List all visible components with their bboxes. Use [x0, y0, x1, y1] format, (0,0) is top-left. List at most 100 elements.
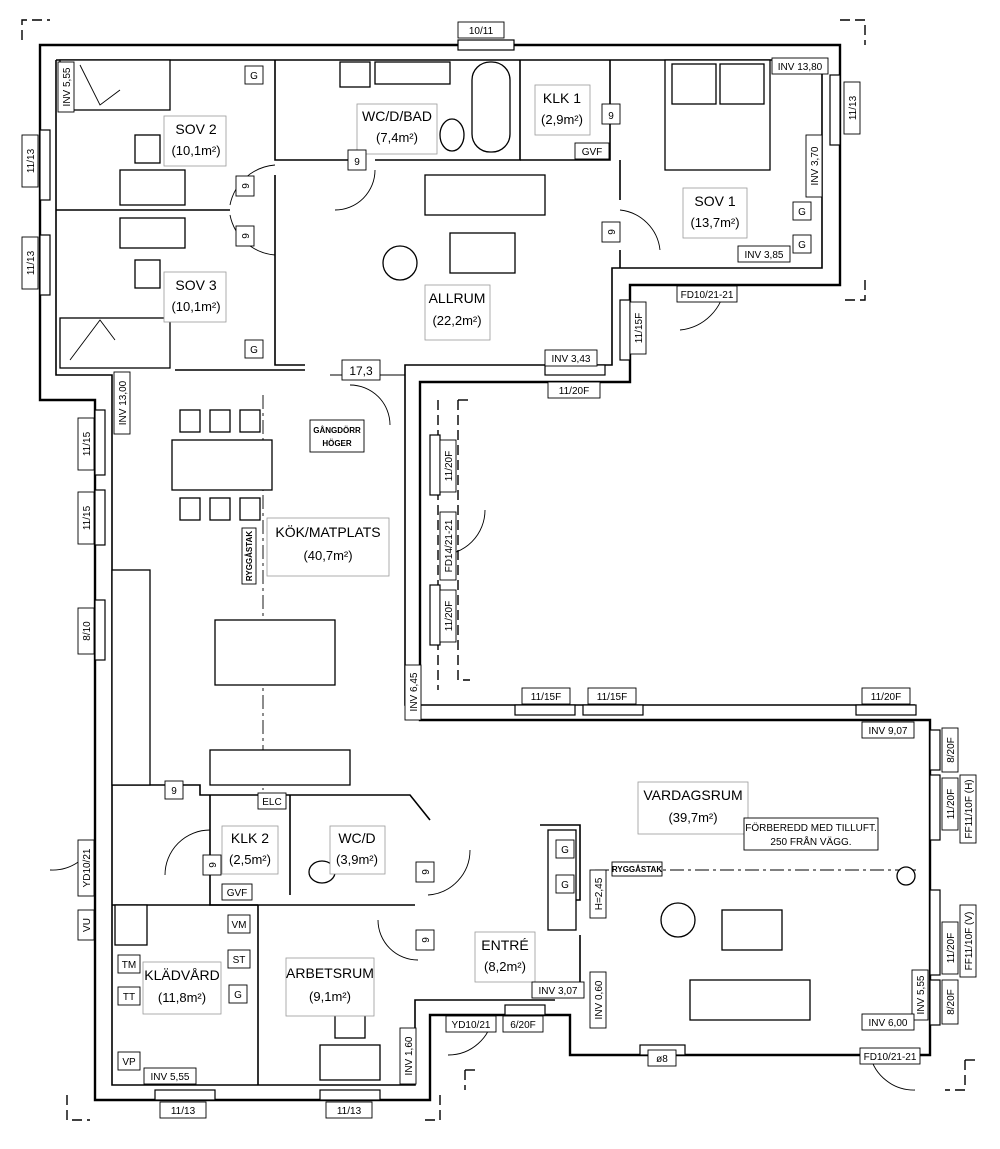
room-kok: KÖK/MATPLATS (40,7m²) — [266, 517, 390, 577]
interior-walls — [56, 60, 621, 1085]
inv-label: INV 13,00 — [118, 380, 129, 425]
room-area: (7,4m²) — [376, 130, 418, 145]
window-label: 11/13 — [337, 1106, 362, 1117]
window-label: 11/13 — [26, 148, 37, 173]
inv-label: INV 6,45 — [409, 672, 420, 711]
window-label: 11/20F — [559, 386, 589, 397]
window-label: 8/20F — [946, 989, 957, 1015]
window-label: 11/20F — [871, 692, 901, 703]
room-klk2: KLK 2 (2,5m²) — [221, 825, 279, 875]
tag-nine: 9 — [208, 862, 219, 868]
room-area: (39,7m²) — [668, 810, 717, 825]
window-label: 11/13 — [171, 1106, 196, 1117]
tag-g: G — [798, 240, 806, 251]
room-area: (8,2m²) — [484, 959, 526, 974]
window-label: FF11/10F (V) — [964, 912, 975, 971]
inv-label: INV 0,60 — [594, 980, 605, 1019]
tag-nine: 9 — [241, 183, 252, 189]
window-label: 11/13 — [26, 250, 37, 275]
room-sov3: SOV 3 (10,1m²) — [163, 271, 227, 323]
room-name: WC/D/BAD — [362, 108, 432, 124]
room-name: ENTRÉ — [481, 937, 528, 953]
window-label: 11/20F — [444, 601, 455, 631]
note-line-2: 250 FRÅN VÄGG. — [770, 835, 851, 848]
tag-nine: 9 — [421, 869, 432, 875]
tag-g: G — [561, 880, 569, 891]
room-labels: SOV 2 (10,1m²) SOV 3 (10,1m²) WC/D/BAD (… — [142, 84, 749, 1017]
inv-label: INV 5,55 — [62, 67, 73, 106]
tag-g: G — [250, 345, 258, 356]
window-label: 11/20F — [946, 789, 957, 819]
tag-gvf: GVF — [227, 888, 248, 899]
window-label: 11/15F — [634, 313, 645, 343]
window-label: 11/20F — [444, 451, 455, 481]
tag-ridge: RYGGÅSTAK — [245, 531, 254, 581]
room-wcdbad: WC/D/BAD (7,4m²) — [356, 103, 438, 155]
window-label: FF11/10F (H) — [964, 779, 975, 838]
tag-ridge: RYGGÅSTAK — [612, 865, 662, 874]
room-area: (10,1m²) — [171, 143, 220, 158]
room-area: (40,7m²) — [303, 548, 352, 563]
tag-vu: VU — [82, 918, 93, 932]
window-label: 8/10 — [82, 621, 93, 641]
window-label: 6/20F — [510, 1020, 536, 1031]
inv-label: INV 9,07 — [869, 726, 908, 737]
inv-label: INV 5,55 — [151, 1072, 190, 1083]
tag-nine: 9 — [608, 111, 614, 122]
tag-nine: 9 — [354, 157, 360, 168]
tag-tt: TT — [123, 992, 135, 1003]
tag-walkdoor: GÅNGDÖRR — [313, 426, 361, 435]
tag-walkdoor: HÖGER — [322, 439, 352, 448]
room-entre: ENTRÉ (8,2m²) — [474, 931, 536, 983]
tag-tm: TM — [122, 960, 136, 971]
room-name: KLK 2 — [231, 830, 269, 846]
exterior-walls — [38, 43, 932, 1102]
inv-label: INV 5,55 — [916, 975, 927, 1014]
tag-nine: 9 — [421, 937, 432, 943]
room-area: (22,2m²) — [432, 313, 481, 328]
tag-st: ST — [233, 955, 246, 966]
window-label: 11/15F — [597, 692, 627, 703]
window-label: YD10/21 — [452, 1020, 491, 1031]
tag-nine: 9 — [171, 786, 177, 797]
room-area: (11,8m²) — [158, 990, 206, 1005]
room-name: WC/D — [338, 830, 375, 846]
window-label: 10/11 — [469, 26, 494, 37]
tag-vm: VM — [232, 920, 247, 931]
window-label: FD10/21-21 — [681, 290, 734, 301]
room-area: (10,1m²) — [171, 299, 220, 314]
room-area: (3,9m²) — [336, 852, 378, 867]
room-name: VARDAGSRUM — [643, 787, 742, 803]
room-name: KLÄDVÅRD — [144, 967, 219, 983]
inv-label: INV 13,80 — [778, 62, 823, 73]
window-label: 11/13 — [848, 95, 859, 120]
room-name: ALLRUM — [429, 290, 486, 306]
tag-nine: 9 — [241, 233, 252, 239]
inv-label: INV 3,43 — [552, 354, 591, 365]
tag-height: H=2,45 — [594, 877, 605, 910]
room-name: KÖK/MATPLATS — [275, 523, 380, 540]
furniture — [59, 59, 916, 1081]
window-label: FD10/21-21 — [864, 1052, 917, 1063]
window-label: 11/20F — [946, 933, 957, 963]
room-name: SOV 3 — [175, 277, 216, 293]
window-label: 8/20F — [946, 737, 957, 763]
equipment-tags: G G G G G G G GVF GVF ELC VM TM ST TT VP… — [77, 65, 879, 1071]
window-label: 11/15 — [82, 431, 93, 456]
window-label: YD10/21 — [82, 848, 93, 887]
tag-nine: 9 — [607, 229, 618, 235]
room-arbetsrum: ARBETSRUM (9,1m²) — [285, 957, 375, 1017]
room-name: SOV 2 — [175, 121, 216, 137]
room-klk1: KLK 1 (2,9m²) — [534, 84, 591, 136]
room-name: ARBETSRUM — [286, 965, 374, 981]
inv-label: INV 3,85 — [745, 250, 784, 261]
window-labels: 10/11 11/13 11/13 11/13 11/15 11/15 8/10… — [21, 21, 977, 1119]
tag-g: G — [798, 207, 806, 218]
window-label: FD14/21-21 — [444, 519, 455, 572]
inv-label: INV 6,00 — [869, 1018, 908, 1029]
tag-gvf: GVF — [582, 147, 603, 158]
tag-vp: VP — [122, 1057, 136, 1068]
tag-g: G — [561, 845, 569, 856]
room-area: (2,9m²) — [541, 112, 583, 127]
room-area: (2,5m²) — [229, 852, 271, 867]
